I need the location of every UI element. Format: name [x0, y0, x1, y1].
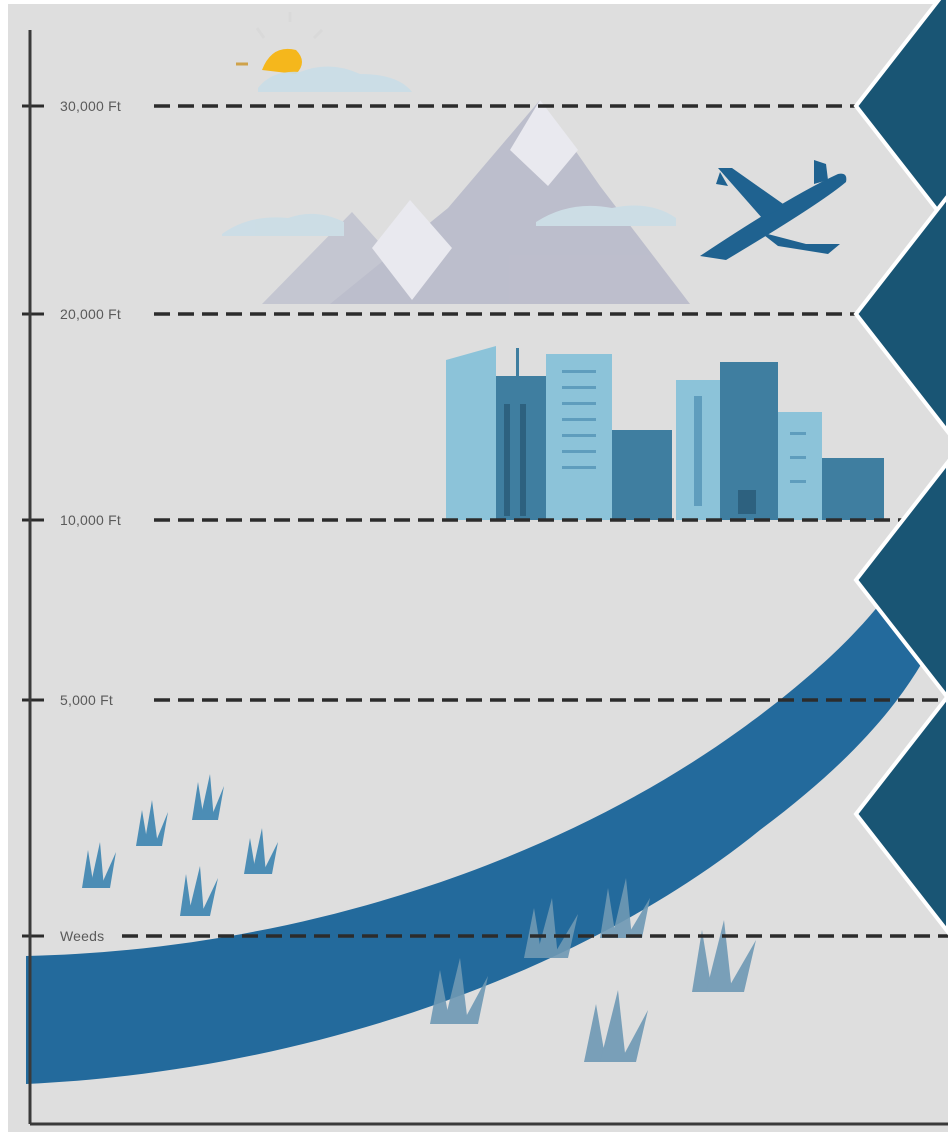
altitude-curve [26, 560, 948, 1084]
cloud-top [258, 66, 412, 92]
level-label-weeds: Weeds [60, 928, 104, 944]
altitude-levels: 30,000 Ft 20,000 Ft 10,000 Ft 5,000 Ft Weeds [22, 98, 948, 944]
level-label-l5k: 5,000 Ft [60, 692, 113, 708]
sun-icon [236, 12, 324, 74]
grass-icon [82, 774, 278, 916]
level-label-l30k: 30,000 Ft [60, 98, 121, 114]
airplane-icon [700, 160, 847, 260]
chevron-2 [853, 192, 948, 436]
grass-icon-lower [430, 878, 756, 1062]
level-label-l20k: 20,000 Ft [60, 306, 121, 322]
chevron-4 [853, 692, 948, 936]
level-label-l10k: 10,000 Ft [60, 512, 121, 528]
mountain-icon [222, 100, 690, 304]
city-buildings-icon [446, 346, 884, 520]
chevron-1 [853, 0, 948, 228]
chevron-3 [853, 458, 948, 702]
chevron-column [853, 0, 948, 936]
